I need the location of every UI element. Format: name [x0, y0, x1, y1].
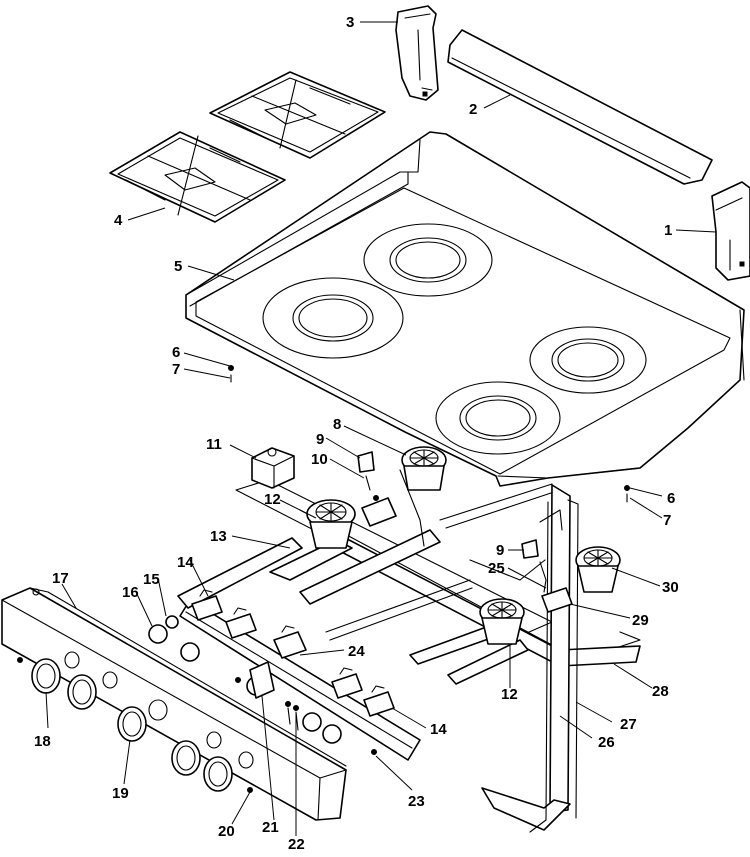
igniter-bracket-upper — [357, 451, 379, 501]
cooktop-main-top — [185, 131, 745, 487]
callout-25: 25 — [488, 560, 505, 577]
burner-head-8 — [401, 446, 447, 491]
callout-18: 18 — [34, 733, 51, 750]
burner-head-30 — [575, 546, 621, 593]
callout-24: 24 — [348, 643, 365, 660]
callout-3: 3 — [346, 14, 354, 31]
callout-29: 29 — [632, 612, 649, 629]
igniter-bracket-lower — [521, 539, 547, 593]
electrode-plate-left — [361, 497, 397, 527]
burner-head-12-right — [479, 598, 525, 645]
callout-7-left: 7 — [172, 361, 180, 378]
burner-box-frame — [235, 479, 641, 833]
control-panel-holes — [64, 651, 254, 769]
callout-28: 28 — [652, 683, 669, 700]
control-knob-19 — [117, 706, 147, 742]
callout-4: 4 — [114, 212, 123, 229]
gas-valve-2 — [225, 607, 257, 639]
callout-10: 10 — [311, 451, 328, 468]
gas-valve-3 — [331, 667, 363, 699]
callout-7-right: 7 — [663, 512, 671, 529]
gas-valve-24 — [273, 625, 307, 659]
callout-8: 8 — [333, 416, 341, 433]
callout-17: 17 — [52, 570, 69, 587]
callout-13: 13 — [210, 528, 227, 545]
gas-valve-4 — [363, 685, 395, 717]
control-knob-4 — [171, 740, 201, 776]
callout-5: 5 — [174, 258, 182, 275]
left-end-bracket — [395, 5, 439, 101]
callout-19: 19 — [112, 785, 129, 802]
control-knob-5 — [203, 756, 233, 792]
callout-11: 11 — [206, 436, 222, 453]
callout-12-right: 12 — [501, 686, 518, 703]
callout-15: 15 — [143, 571, 160, 588]
control-panel — [1, 587, 347, 821]
callout-22: 22 — [288, 836, 305, 853]
callout-14-upper: 14 — [177, 554, 194, 571]
screw-left — [228, 365, 234, 383]
callout-27: 27 — [620, 716, 637, 733]
callout-30: 30 — [662, 579, 679, 596]
control-knob-18 — [31, 658, 61, 694]
screw-right — [624, 485, 630, 503]
right-end-bracket — [711, 181, 750, 281]
burner-grate-left — [109, 131, 286, 223]
callout-9-lower: 9 — [496, 542, 504, 559]
callout-2: 2 — [469, 101, 477, 118]
callout-labels: 1 2 3 4 5 6 6 7 7 8 9 9 10 11 12 12 13 1… — [34, 14, 679, 853]
gas-valve-1 — [191, 589, 223, 621]
callout-21: 21 — [262, 819, 279, 836]
burner-tubes — [177, 469, 529, 685]
callout-16: 16 — [122, 584, 139, 601]
leader-lines — [45, 21, 717, 836]
callout-6-left: 6 — [172, 344, 180, 361]
callout-14-lower: 14 — [430, 721, 447, 738]
callout-26: 26 — [598, 734, 615, 751]
callout-6-right: 6 — [667, 490, 675, 507]
valve-bracket-21 — [249, 661, 275, 699]
control-knob-2 — [67, 674, 97, 710]
back-trim-strip — [447, 29, 713, 185]
burner-head-12-left — [306, 499, 356, 549]
callout-20: 20 — [218, 823, 235, 840]
pressure-regulator — [251, 447, 295, 489]
callout-23: 23 — [408, 793, 425, 810]
callout-1: 1 — [664, 222, 672, 239]
burner-grate-right — [209, 71, 386, 159]
callout-9-upper: 9 — [316, 431, 324, 448]
cooktop-burner-openings — [262, 223, 647, 455]
callout-12-left: 12 — [264, 491, 281, 508]
